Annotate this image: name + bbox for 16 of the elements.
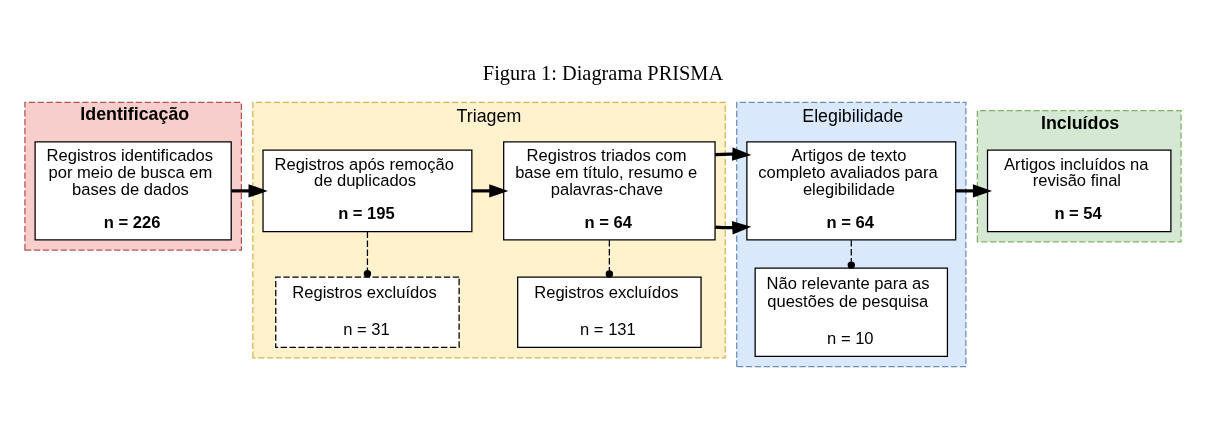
arrow: [231, 183, 268, 198]
arrow: [715, 146, 752, 234]
node-box: Artigos de texto completo avaliados para elegibilidade n = 64: [746, 140, 957, 241]
connector: [605, 239, 614, 278]
connector: [363, 230, 372, 277]
node-box: Registros excluídos n = 131: [517, 275, 702, 348]
arrow: [471, 183, 509, 198]
node-box: Registros excluídos n = 31: [275, 275, 460, 348]
node-box: Registros identificados por meio de busca em bases de dados n = 226: [34, 140, 232, 241]
arrow: [955, 183, 993, 198]
connector: [847, 239, 855, 269]
diagram-title: Figura 1: Diagrama PRISMA: [482, 61, 724, 84]
node-box: Artigos incluídos na revisão final n = 54: [986, 149, 1172, 232]
node-box: Registros triados com base em título, resumo e palavras-chave n = 64: [503, 140, 716, 241]
node-box: Não relevante para as questões de pesquisa n = 10: [754, 267, 949, 357]
node-box: Registros após remoção de duplicados n = 195: [262, 149, 473, 232]
